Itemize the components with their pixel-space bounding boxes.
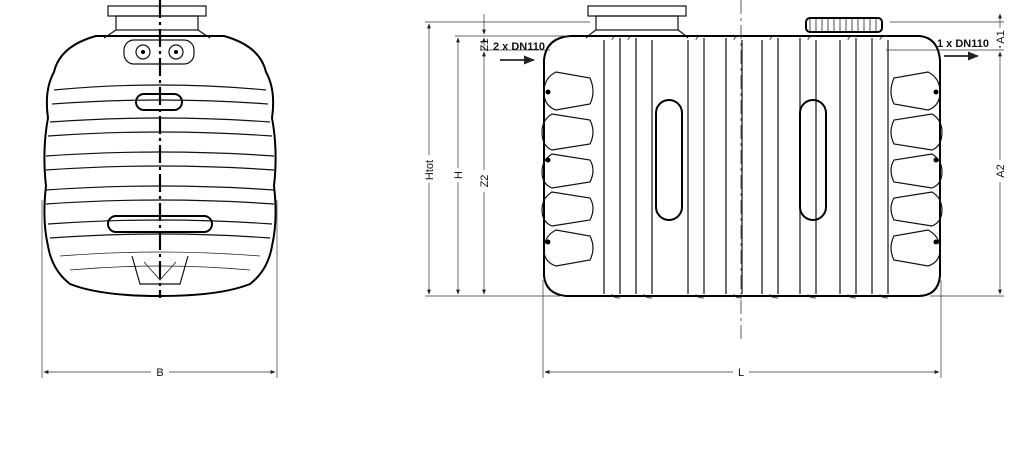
side-dimension-a1: A1 bbox=[993, 13, 1007, 49]
dimension-l-label: L bbox=[738, 367, 744, 379]
side-dimension-z1: Z1 bbox=[479, 14, 491, 51]
front-manhole bbox=[107, 5, 207, 31]
dimension-htot-label: Htot bbox=[424, 160, 436, 180]
side-right-handle bbox=[799, 99, 827, 221]
outlet-connection-label: 1 x DN110 bbox=[937, 38, 989, 50]
side-left-manhole bbox=[585, 5, 689, 39]
side-dimension-a2: A2 bbox=[993, 51, 1007, 295]
side-right-end-bulges bbox=[890, 71, 943, 267]
dimension-a2-label: A2 bbox=[995, 164, 1007, 177]
dimension-z1-label: Z1 bbox=[479, 39, 491, 52]
side-left-handle bbox=[655, 99, 683, 221]
side-right-manhole bbox=[805, 17, 883, 33]
front-dimension-b: B bbox=[41, 200, 278, 379]
side-dimension-z2: Z2 bbox=[477, 51, 491, 295]
side-view: Htot H Z2 Z1 2 x DN110 1 x DN110 bbox=[421, 0, 1007, 379]
side-left-end-bulges bbox=[541, 71, 594, 267]
dimension-a1-label: A1 bbox=[995, 30, 1007, 43]
side-dimension-l: L bbox=[542, 280, 942, 379]
dimension-h-label: H bbox=[453, 171, 465, 179]
side-outlet-connection: 1 x DN110 bbox=[937, 38, 989, 61]
front-view: B bbox=[41, 0, 278, 379]
side-inlet-connection: 2 x DN110 bbox=[493, 41, 545, 65]
side-ribs bbox=[603, 35, 889, 299]
inlet-connection-label: 2 x DN110 bbox=[493, 41, 545, 53]
dimension-b-label: B bbox=[156, 367, 163, 379]
side-tank-outline bbox=[543, 35, 941, 297]
side-dimension-htot: Htot bbox=[421, 23, 437, 295]
side-dimension-h: H bbox=[451, 37, 465, 295]
dimension-z2-label: Z2 bbox=[479, 175, 491, 188]
